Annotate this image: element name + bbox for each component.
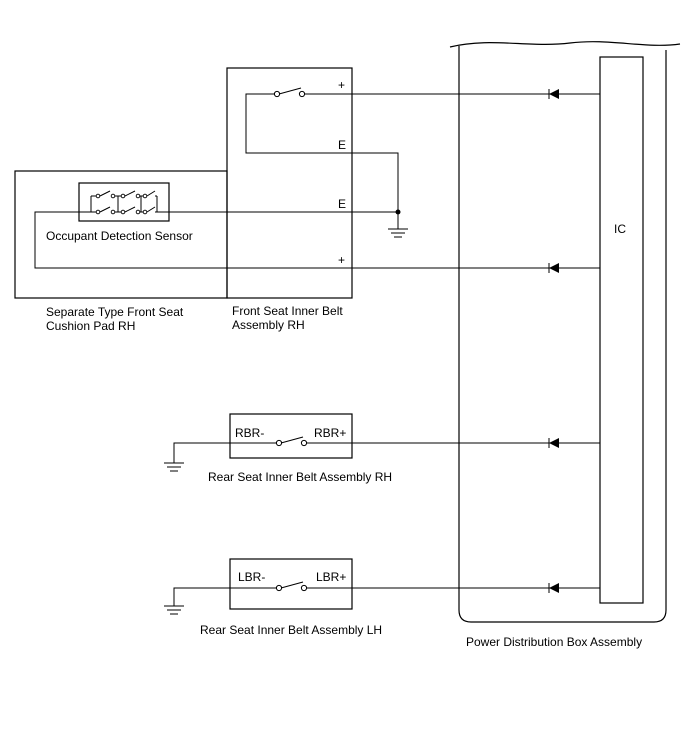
wire-sensor-plus	[34, 211, 600, 269]
occupant-detection-sensor-box	[78, 182, 170, 222]
ground-icon	[388, 212, 408, 238]
diode-icon	[548, 583, 559, 593]
front-seat-inner-belt-label-line1: Front Seat Inner Belt	[232, 304, 343, 318]
cushion-pad-label-line2: Cushion Pad RH	[46, 319, 135, 333]
front-belt-switch	[273, 87, 306, 98]
wire-rear-lh-ground	[173, 587, 277, 606]
rear-seat-rh-label: Rear Seat Inner Belt Assembly RH	[208, 470, 392, 484]
front-seat-inner-belt-label-line2: Assembly RH	[232, 318, 305, 332]
rear-rh-pin-plus: RBR+	[314, 426, 346, 440]
pin-plus-bottom: +	[338, 253, 345, 267]
ic-block	[599, 56, 644, 604]
rear-lh-pin-plus: LBR+	[316, 570, 346, 584]
ground-icon	[164, 462, 184, 472]
rear-seat-rh-box	[229, 413, 353, 459]
sensor-switches	[90, 190, 158, 215]
pin-e-2: E	[338, 197, 346, 211]
cushion-pad-label-line1: Separate Type Front Seat	[46, 305, 184, 319]
diode-icon	[548, 89, 559, 99]
rear-rh-switch	[275, 436, 308, 447]
diode-icon	[548, 263, 559, 273]
cushion-pad-box	[14, 170, 228, 299]
pin-plus-top: +	[338, 78, 345, 92]
pin-e-1: E	[338, 138, 346, 152]
power-distribution-box-label: Power Distribution Box Assembly	[466, 635, 642, 649]
rear-seat-lh-box	[229, 558, 353, 610]
rear-rh-pin-minus: RBR-	[235, 426, 264, 440]
rear-seat-lh-label: Rear Seat Inner Belt Assembly LH	[200, 623, 382, 637]
wire-rear-rh-ground	[173, 442, 277, 463]
rear-lh-pin-minus: LBR-	[238, 570, 265, 584]
front-belt-internal-loop	[245, 93, 399, 212]
ic-label: IC	[614, 222, 626, 236]
power-distribution-box-torn-edge	[449, 41, 681, 48]
power-distribution-box-outline	[458, 46, 667, 623]
ground-icon	[164, 605, 184, 615]
occupant-detection-sensor-label: Occupant Detection Sensor	[46, 229, 193, 243]
diode-icon	[548, 438, 559, 448]
rear-lh-switch	[275, 581, 308, 592]
